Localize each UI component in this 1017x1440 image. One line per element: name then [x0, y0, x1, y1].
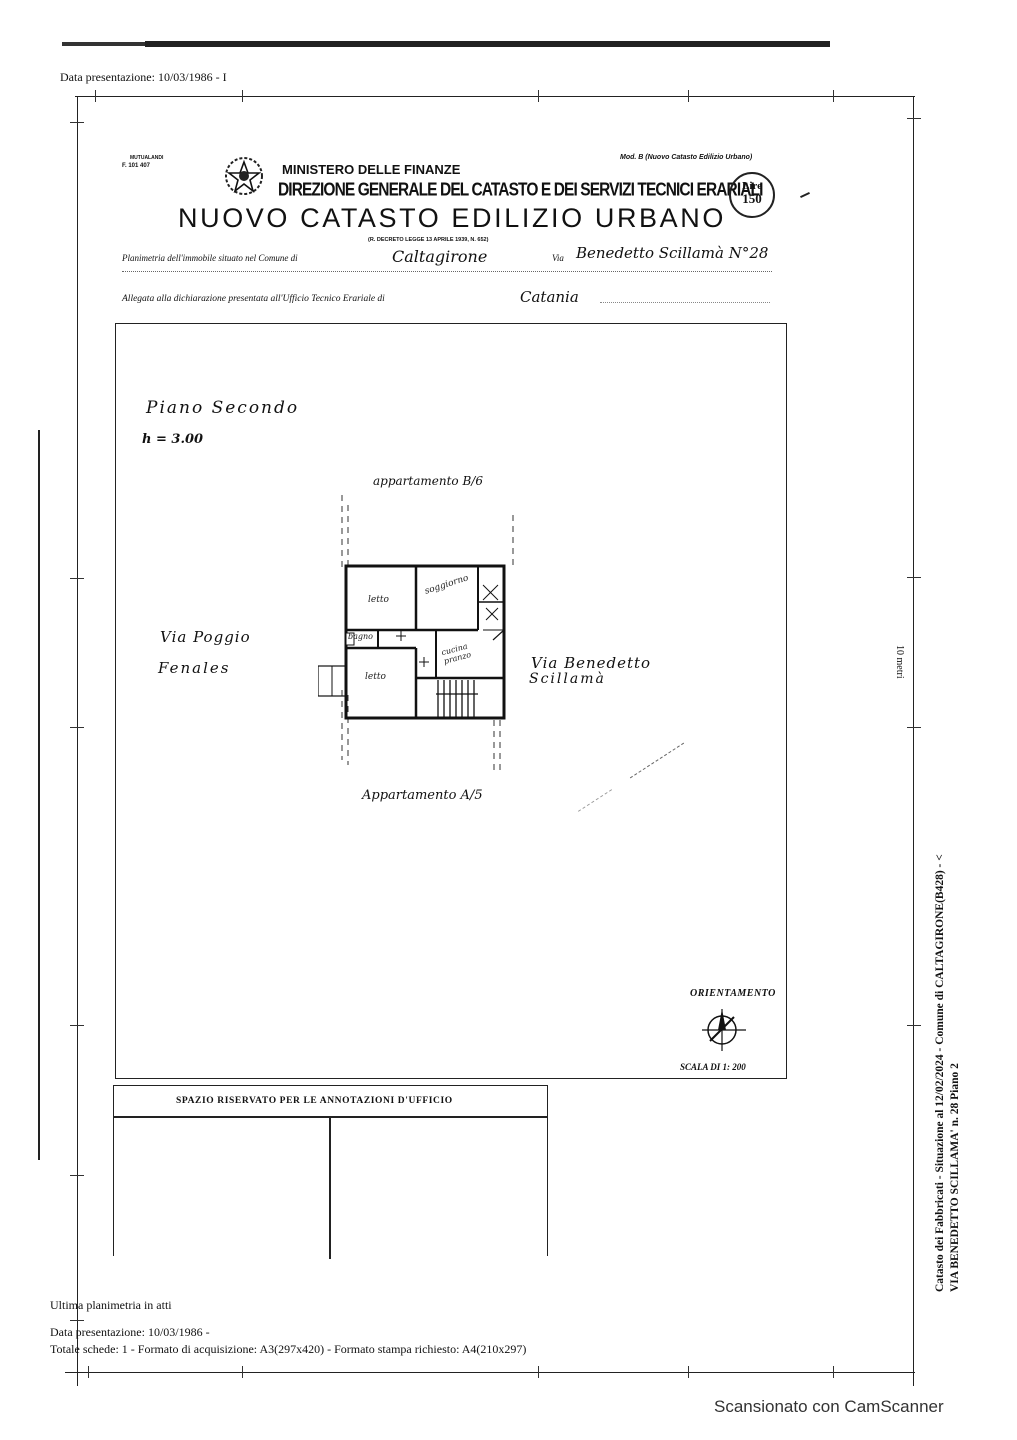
- ministry-name: MINISTERO DELLE FINANZE: [282, 162, 461, 177]
- office-box: [113, 1085, 548, 1256]
- plan-frame: [115, 323, 787, 1079]
- tick: [70, 578, 84, 579]
- direction-name: DIREZIONE GENERALE DEL CATASTO E DEI SER…: [278, 180, 763, 201]
- tick: [833, 90, 834, 102]
- floor-plan: [317, 490, 528, 780]
- tick: [242, 1366, 243, 1378]
- side-text-line1: Catasto dei Fabbricati - Situazione al 1…: [934, 854, 946, 1292]
- ufficio-value: Catania: [520, 288, 579, 306]
- east-street-line1: Via Benedetto: [531, 654, 652, 672]
- sheet-right-border: [913, 96, 914, 1386]
- footer-totals: Totale schede: 1 - Formato di acquisizio…: [50, 1342, 527, 1356]
- stamp-lire-word: Lire: [742, 180, 762, 192]
- room-letto-top: letto: [368, 595, 389, 605]
- tick: [538, 1366, 539, 1378]
- comune-value: Caltagirone: [392, 247, 488, 266]
- sheet-bottom-border: [65, 1372, 915, 1373]
- dotted-line-2: [600, 302, 770, 303]
- model-label: Mod. B (Nuovo Catasto Edilizio Urbano): [620, 154, 753, 161]
- ten-meters-label: 10 metri: [894, 645, 905, 679]
- sheet-top-border: [75, 96, 915, 97]
- tick: [70, 1175, 84, 1176]
- tick: [70, 1025, 84, 1026]
- planimetry-prefix: Planimetria dell'immobile situato nel Co…: [122, 253, 298, 263]
- tick: [688, 1366, 689, 1378]
- dotted-line-1: [122, 271, 772, 272]
- tick: [907, 118, 921, 119]
- small-code-1: MUTUALANDI: [130, 155, 164, 161]
- tick: [70, 1320, 84, 1321]
- small-code-2: F. 101 407: [122, 163, 151, 169]
- room-letto-bottom: letto: [365, 672, 386, 682]
- form-title: NUOVO CATASTO EDILIZIO URBANO: [178, 203, 726, 233]
- presentation-date-top: Data presentazione: 10/03/1986 - I: [60, 70, 227, 84]
- room-bagno: bagno: [348, 632, 373, 641]
- decree-text: (R. DECRETO LEGGE 13 APRILE 1939, N. 652…: [368, 237, 489, 243]
- office-box-title: SPAZIO RISERVATO PER LE ANNOTAZIONI D'UF…: [176, 1096, 453, 1106]
- top-bar-heavy: [145, 41, 830, 47]
- tick: [907, 577, 921, 578]
- stamp-lire-value: 150: [742, 191, 762, 206]
- office-box-divider: [329, 1117, 331, 1259]
- left-bleed-line: [38, 430, 40, 1160]
- tick: [70, 122, 84, 123]
- height-label: h = 3.00: [142, 432, 204, 447]
- tick: [242, 90, 243, 102]
- tick: [70, 727, 84, 728]
- south-neighbor-label: Appartamento A/5: [362, 788, 483, 803]
- scanner-watermark: Scansionato con CamScanner: [714, 1397, 944, 1416]
- tick: [538, 90, 539, 102]
- west-street-line1: Via Poggio: [160, 628, 251, 646]
- republic-emblem: [222, 152, 266, 200]
- north-neighbor-label: appartamento B/6: [373, 474, 483, 488]
- east-street-line2: Scillamà: [529, 671, 606, 687]
- tick: [907, 1025, 921, 1026]
- floor-label: Piano Secondo: [146, 398, 300, 418]
- west-street-line2: Fenales: [158, 659, 231, 677]
- tick: [688, 90, 689, 102]
- footer-presentation: Data presentazione: 10/03/1986 -: [50, 1325, 210, 1339]
- attached-prefix: Allegata alla dichiarazione presentata a…: [122, 294, 385, 304]
- tick: [833, 1366, 834, 1378]
- tick: [907, 727, 921, 728]
- footer-last-planimetry: Ultima planimetria in atti: [50, 1298, 172, 1312]
- sheet-left-border: [77, 96, 78, 1386]
- orientation-label: ORIENTAMENTO: [690, 988, 776, 999]
- pen-mark: [800, 191, 810, 199]
- scale-label: SCALA DI 1: 200: [680, 1062, 746, 1072]
- office-box-title-rule: [113, 1116, 548, 1118]
- via-value: Benedetto Scillamà N°28: [576, 244, 769, 262]
- tick: [88, 1366, 89, 1378]
- via-prefix: Via: [552, 253, 564, 263]
- stamp-lire-circle: Lire 150: [729, 172, 775, 218]
- compass-icon: [700, 1005, 750, 1055]
- side-text-line2: VIA BENEDETTO SCILLAMA' n. 28 Piano 2: [949, 1063, 961, 1292]
- tick: [95, 90, 96, 102]
